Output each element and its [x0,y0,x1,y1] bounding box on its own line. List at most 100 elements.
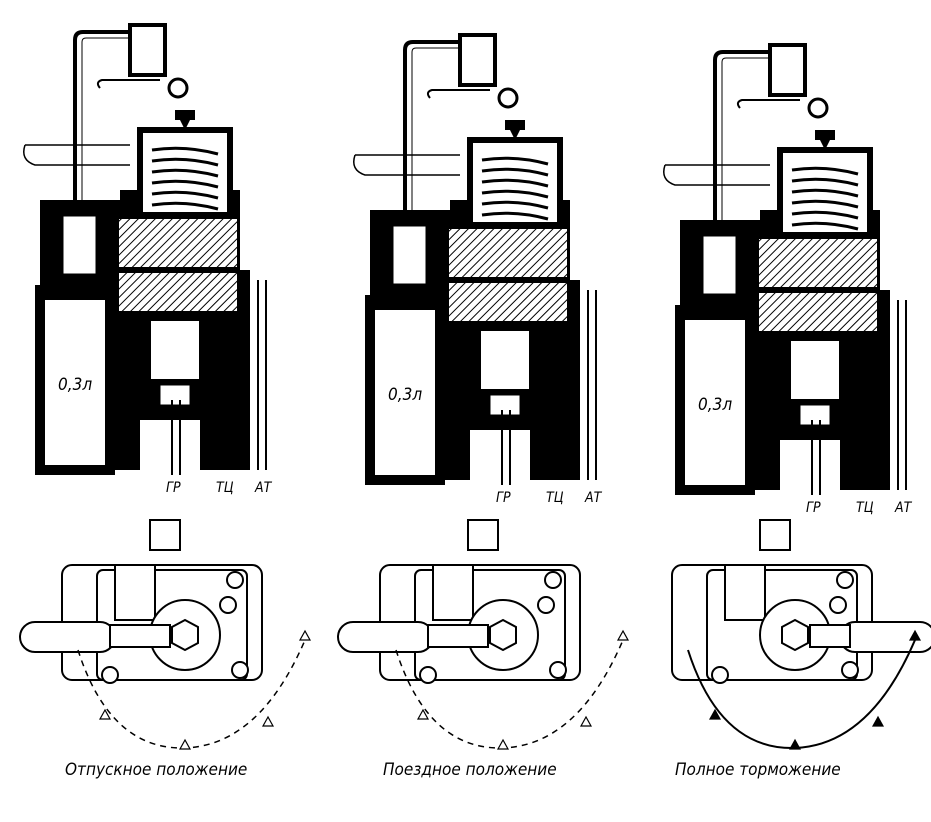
volume-label: 0,3л [58,375,92,395]
spring-coil [151,201,219,211]
bolt-head [226,571,244,589]
volume-label: 0,3л [388,385,422,405]
spring-coil [481,189,549,199]
adjust-screw [815,130,835,150]
lower-diaphragm [447,281,569,323]
pipe-inner [81,37,135,215]
spring-coil [791,166,859,176]
reservoir-chamber [35,285,115,475]
upper-diaphragm [447,227,569,279]
exterior-view-full-braking [671,519,931,750]
spring-coil [791,199,859,209]
top-nut [759,519,791,551]
port-label-at: АТ [894,500,913,516]
key-ring [807,97,829,119]
top-valve [458,33,497,87]
bolt-head [829,596,847,614]
position-marker-icon [261,715,275,727]
position-marker-icon [708,708,722,720]
caption-train: Поездное положение [383,760,557,780]
bolt-head [231,661,249,679]
key-lever [96,79,160,89]
lower-diaphragm [757,291,879,333]
key-lever [736,99,800,109]
port-label-tc: ТЦ [216,480,234,496]
center-nut [781,618,809,652]
spring-coil [151,179,219,189]
port-label-gr: ГР [806,500,821,516]
bolt-head [841,661,859,679]
handle-arm [427,624,489,648]
key-lever [426,89,490,99]
port-label-at: АТ [584,490,603,506]
small-spring [159,384,191,406]
position-marker-icon [616,629,630,641]
spring-coil [481,178,549,188]
bolt-head [836,571,854,589]
caption-full-braking: Полное торможение [675,760,841,780]
key-ring [497,87,519,109]
cylinder-body [724,564,766,621]
top-nut [149,519,181,551]
handle-outline [663,164,770,186]
left-valve [60,213,99,277]
port-label-gr: ГР [496,490,511,506]
top-nut [467,519,499,551]
position-marker-icon [908,629,922,641]
cylinder-body [432,564,474,621]
small-spring [799,404,831,426]
check-valve-cavity [149,319,201,381]
upper-diaphragm [117,217,239,269]
check-valve-cavity [789,339,841,401]
handle-outline [353,154,460,176]
center-nut [171,618,199,652]
adjust-screw [175,110,195,130]
check-valve-cavity [479,329,531,391]
handle-arm [809,624,851,648]
left-valve [390,223,429,287]
bolt-head [544,571,562,589]
spring-coil [481,200,549,210]
spring-coil [791,210,859,220]
pipe-line [403,40,465,225]
bolt-head [219,596,237,614]
pipe-line [713,50,775,235]
spring-coil [481,211,549,221]
top-valve [128,23,167,77]
port-label-gr: ГР [166,480,181,496]
upper-diaphragm [757,237,879,289]
exterior-view-train [337,519,630,750]
spring-coil [151,190,219,200]
bolt-head [419,666,437,684]
volume-label: 0,3л [698,395,732,415]
spring-coil [791,221,859,231]
spring-coil [791,177,859,187]
cylinder-body [114,564,156,621]
bolt-head [711,666,729,684]
position-marker-icon [98,708,112,720]
left-valve [700,233,739,297]
handle-grip [19,621,116,653]
position-marker-icon [788,738,802,750]
port-label-tc: ТЦ [546,490,564,506]
port-label-at: АТ [254,480,273,496]
pipe-inner [411,47,465,225]
key-ring [167,77,189,99]
bolt-head [549,661,567,679]
spring-coil [151,146,219,156]
position-marker-icon [871,715,885,727]
position-marker-icon [178,738,192,750]
port-label-tc: ТЦ [856,500,874,516]
spring-coil [151,157,219,167]
adjust-screw [505,120,525,140]
position-marker-icon [416,708,430,720]
top-valve [768,43,807,97]
spring-coil [791,188,859,198]
caption-release: Отпускное положение [65,760,247,780]
position-marker-icon [579,715,593,727]
